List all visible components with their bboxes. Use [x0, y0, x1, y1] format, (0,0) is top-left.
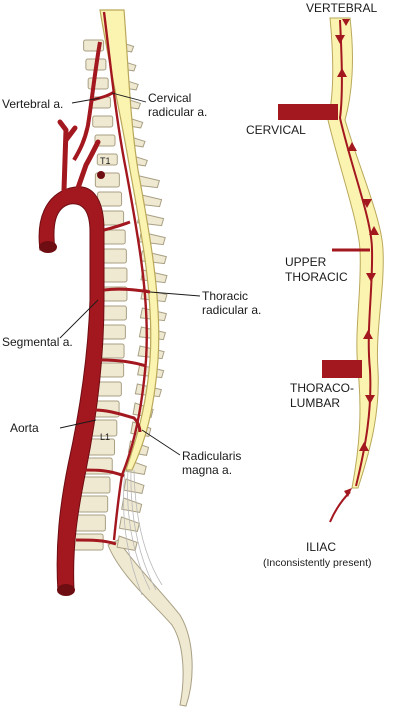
vertebral-body [99, 362, 125, 378]
label-thoracolumbar-2: LUMBAR [290, 396, 340, 410]
vertebral-body [100, 229, 126, 245]
vertebral-artery [72, 41, 102, 162]
label-vertebral: VERTEBRAL [306, 1, 377, 15]
spinous-process [123, 478, 145, 494]
label-iliac: ILIAC [306, 540, 336, 554]
label-cervical: CERVICAL [246, 123, 306, 137]
iliac-arrowhead [344, 488, 352, 497]
vertebral-body [102, 267, 128, 283]
aorta-cut-end-top [39, 241, 57, 253]
vertebral-body [92, 115, 114, 128]
label-cervical-radicular-2: radicular a. [148, 105, 207, 119]
label-radicularis-magna-1: Radicularis [182, 449, 241, 463]
vertebral-body [97, 191, 123, 207]
label-upper-thoracic-1: UPPER [285, 255, 327, 269]
anterior-spinal-artery [102, 11, 148, 541]
label-upper-thoracic-2: THORACIC [285, 270, 348, 284]
label-cervical-radicular-1: Cervical [148, 91, 191, 105]
vertebral-body [77, 495, 109, 513]
vertebral-body [101, 305, 127, 321]
label-iliac-note: (Inconsistently present) [263, 557, 372, 569]
sacrum [107, 539, 193, 707]
blood-supply-schematic: VERTEBRAL CERVICAL UPPER THORACIC THORAC… [246, 1, 384, 569]
schematic-artery [338, 19, 374, 487]
cauda-equina [123, 469, 163, 596]
aorta-cut-end-bottom [57, 584, 75, 596]
vertebral-body [96, 153, 118, 166]
label-thoracic-radicular-1: Thoracic [202, 289, 248, 303]
arch-branch-vessels [57, 119, 101, 193]
vertebral-body [74, 514, 106, 532]
label-t1: T1 [100, 156, 111, 166]
vertebral-body [101, 248, 127, 264]
leader-lines [59, 92, 201, 456]
label-segmental-artery: Segmental a. [2, 335, 73, 349]
label-radicularis-magna-2: magna a. [182, 463, 232, 477]
iliac-arrow [329, 491, 351, 523]
label-aorta: Aorta [10, 421, 39, 435]
schematic-cord [327, 17, 384, 489]
vertebral-body [87, 77, 109, 90]
vertebral-body [100, 324, 126, 340]
spine-illustration: Vertebral a. Cervical radicular a. T1 Th… [2, 9, 261, 707]
flow-arrows [335, 8, 379, 451]
vertebral-body [99, 343, 125, 359]
thoracolumbar-feeder [322, 360, 362, 378]
vertebral-bodies [72, 39, 128, 551]
cervical-feeder [278, 104, 338, 120]
vertebral-body [96, 381, 122, 397]
label-l1: L1 [100, 432, 110, 442]
subclavian-cut-end [97, 171, 105, 179]
spinal-cord [99, 9, 160, 471]
label-thoracolumbar-1: THORACO- [290, 381, 354, 395]
label-vertebral-artery: Vertebral a. [2, 97, 63, 111]
label-thoracic-radicular-2: radicular a. [202, 303, 261, 317]
